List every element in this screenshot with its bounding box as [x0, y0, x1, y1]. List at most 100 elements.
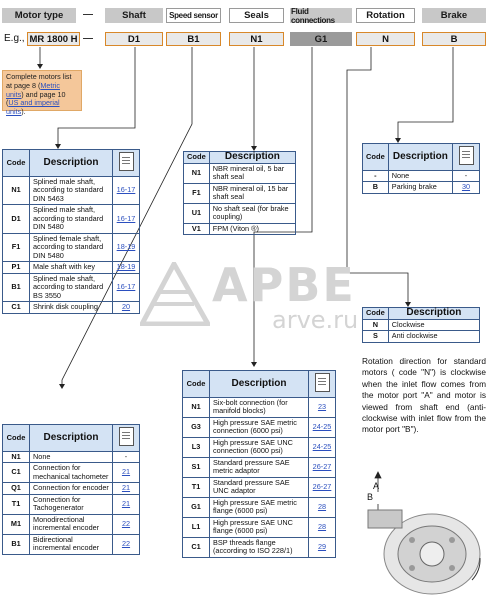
speed-code-heading: Code [2, 424, 30, 452]
rotation-code-heading: Code [362, 307, 389, 320]
header-speed-sensor: Speed sensor [166, 8, 221, 23]
example-prefix: E.g., [4, 33, 25, 44]
header-shaft: Shaft [105, 8, 163, 23]
port-a-label: A [373, 481, 380, 491]
example-speed-sensor-code: B1 [166, 32, 221, 46]
speed-description-heading: Description [29, 424, 113, 452]
seals-description: NBR mineral oil, 15 bar shaft seal [208, 182, 297, 204]
brake-code: B [362, 181, 389, 194]
fluid-page-link[interactable]: 23 [308, 396, 336, 418]
fluid-page-link[interactable]: 28 [308, 496, 336, 518]
shaft-page-link[interactable]: 20 [112, 301, 140, 314]
brake-page-link[interactable]: 30 [452, 181, 480, 194]
shaft-code: P1 [2, 261, 30, 274]
fluid-description-heading: Description [209, 370, 309, 398]
fluid-description: BSP threads flange (according to ISO 228… [209, 536, 309, 558]
seals-description-heading: Description [208, 151, 297, 164]
shaft-page-link[interactable]: 18-19 [112, 232, 140, 262]
fluid-code: C1 [182, 536, 210, 558]
document-icon [118, 152, 134, 171]
speed-code: M1 [2, 513, 30, 535]
speed-page-link[interactable]: 21 [112, 462, 140, 483]
shaft-description-heading: Description [29, 149, 113, 177]
brake-description-heading: Description [387, 143, 454, 171]
shaft-description: Splined female shaft, according to stand… [29, 232, 113, 262]
note-text-1: Complete motors list at page 8 ( [6, 72, 72, 90]
speed-description: Connection for mechanical tachometer [29, 462, 113, 483]
watermark-logo-icon [137, 258, 213, 330]
speed-description: Connection for encoder [29, 482, 113, 495]
fluid-page-link[interactable]: 26-27 [308, 476, 336, 498]
fluid-code: N1 [182, 396, 210, 418]
brake-description: Parking brake [387, 181, 454, 194]
speed-code: C1 [2, 462, 30, 483]
fluid-page-link[interactable]: 29 [308, 536, 336, 558]
fluid-code-heading: Code [182, 370, 210, 398]
fluid-page-link[interactable]: 28 [308, 516, 336, 538]
shaft-page-link[interactable]: 16-17 [112, 272, 140, 302]
shaft-description: Shrink disk coupling [29, 301, 113, 314]
header-seals: Seals [229, 8, 284, 23]
brake-description: None [387, 169, 454, 182]
rotation-code: S [362, 330, 389, 343]
fluid-page-link[interactable]: 24-25 [308, 436, 336, 458]
speed-page-link[interactable]: 21 [112, 493, 140, 515]
shaft-page-link[interactable]: 16-17 [112, 175, 140, 205]
rotation-description-heading: Description [387, 307, 481, 320]
fluid-page-link[interactable]: 26-27 [308, 456, 336, 478]
fluid-description: Standard pressure SAE metric adaptor [209, 456, 309, 478]
header-fluid-connections: Fluid connections [290, 7, 352, 25]
fluid-description: Standard pressure SAE UNC adaptor [209, 476, 309, 498]
motor-list-note: Complete motors list at page 8 (Metric u… [2, 70, 82, 116]
fluid-description: High pressure SAE UNC flange (6000 psi) [209, 516, 309, 538]
shaft-code: F1 [2, 232, 30, 262]
brake-row: -None- [362, 169, 480, 182]
note-text-3: ). [21, 107, 26, 117]
speed-code: B1 [2, 533, 30, 555]
shaft-code-heading: Code [2, 149, 30, 177]
shaft-page-link[interactable]: 18-19 [112, 261, 140, 274]
speed-description: None [29, 450, 113, 463]
fluid-description: High pressure SAE metric connection (600… [209, 416, 309, 438]
header-rotation: Rotation [356, 8, 415, 23]
shaft-page-link[interactable]: 16-17 [112, 204, 140, 234]
shaft-table-header: Code Description [2, 149, 140, 177]
shaft-code: C1 [2, 301, 30, 314]
speed-page-link[interactable]: 22 [112, 513, 140, 535]
example-seals-code: N1 [229, 32, 284, 46]
note-text-2: ) and page 10 ( [6, 89, 66, 108]
shaft-description: Splined male shaft, according to standar… [29, 204, 113, 234]
seals-description: FPM (Viton ®) [208, 222, 297, 235]
fluid-table-header: Code Description [182, 370, 336, 398]
speed-code: T1 [2, 493, 30, 515]
fluid-code: T1 [182, 476, 210, 498]
brake-code-heading: Code [362, 143, 389, 171]
motor-illustration: A B [360, 470, 488, 596]
note-link-us[interactable]: US and imperial units [6, 98, 60, 117]
speed-page-link[interactable]: 22 [112, 533, 140, 555]
speed-page-link[interactable]: 21 [112, 482, 140, 495]
fluid-code: L3 [182, 436, 210, 458]
fluid-page-link[interactable]: 24-25 [308, 416, 336, 438]
note-link-metric[interactable]: Metric units [6, 80, 60, 99]
example-motor-code: MR 1800 H [27, 32, 80, 46]
